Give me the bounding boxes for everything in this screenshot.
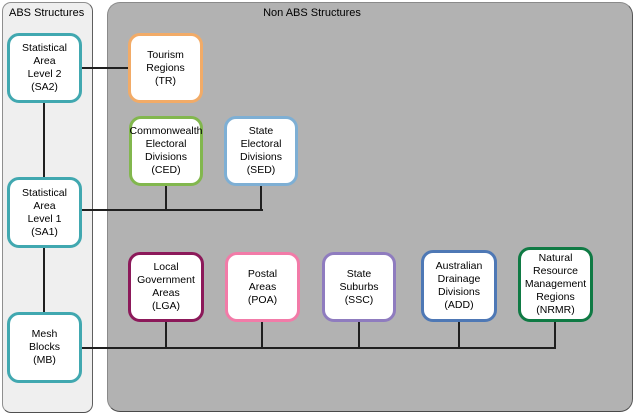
node-local-government-areas: Local Government Areas (LGA) [128, 252, 204, 322]
node-statistical-area-level-1: Statistical Area Level 1 (SA1) [7, 177, 82, 248]
abs-panel-title: ABS Structures [9, 7, 85, 19]
connector-sa2-tr [82, 67, 128, 69]
node-state-electoral-divisions: State Electoral Divisions (SED) [224, 116, 298, 186]
node-statistical-area-level-2: Statistical Area Level 2 (SA2) [7, 33, 82, 103]
connector-nrmr-drop [554, 320, 556, 349]
connector-poa-drop [261, 321, 263, 349]
connector-add-drop [458, 320, 460, 349]
connector-mb-branch [82, 347, 556, 349]
node-mesh-blocks: Mesh Blocks (MB) [7, 312, 82, 383]
node-commonwealth-electoral-divisions: Commonwealth Electoral Divisions (CED) [129, 116, 203, 186]
node-postal-areas: Postal Areas (POA) [225, 252, 300, 322]
connector-sa2-sa1 [43, 102, 45, 177]
node-tourism-regions: Tourism Regions (TR) [128, 33, 203, 103]
node-australian-drainage-divisions: Australian Drainage Divisions (ADD) [421, 250, 497, 322]
connector-sa1-branch [82, 209, 263, 211]
connector-lga-drop [165, 321, 167, 349]
connector-sed-drop [260, 185, 262, 211]
node-natural-resource-management-regions: Natural Resource Management Regions (NRM… [518, 247, 593, 322]
connector-sa1-mb [43, 247, 45, 312]
non-abs-panel-title: Non ABS Structures [263, 7, 361, 19]
connector-ced-drop [165, 185, 167, 211]
node-state-suburbs: State Suburbs (SSC) [322, 252, 396, 322]
connector-ssc-drop [358, 321, 360, 349]
